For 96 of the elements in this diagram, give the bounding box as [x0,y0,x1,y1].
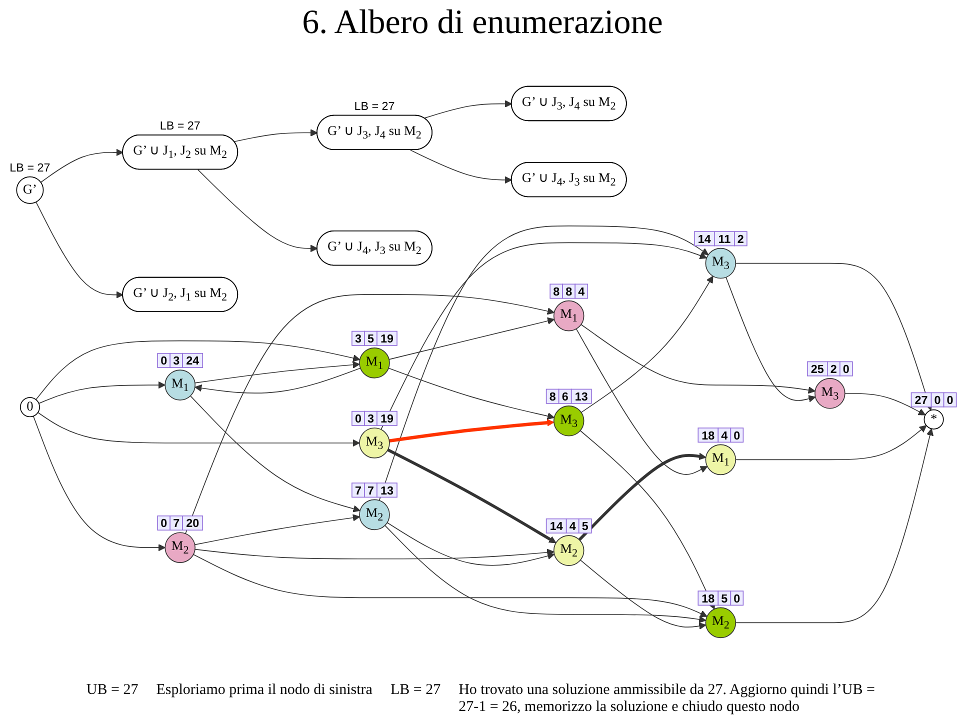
node-circle: M$_{1}$ [704,444,736,476]
node-circle: M$_{2}$ [704,607,736,638]
value-cell: 2 [734,231,747,246]
arrow [384,525,706,624]
node-circle: M$_{3}$ [552,406,584,436]
value-cell: 4 [574,284,588,299]
value-cell: 0 [730,590,744,606]
value-cell: 0 [930,392,944,408]
node-circle: M$_{1}$ [164,370,195,400]
arrow [380,242,706,430]
arrow [190,395,360,512]
node-circle: G’ [16,176,44,204]
value-cell: 19 [376,330,397,346]
arrow [233,129,318,142]
value-cell: 27 [910,392,932,408]
value-cell: 14 [693,231,714,246]
arrow [32,416,165,552]
node-circle: * [923,409,944,430]
arrow [194,548,554,560]
arrow [194,514,360,546]
arrow [194,368,360,394]
node-circle: M$_{1}$ [552,300,584,332]
value-cell: 20 [182,516,203,531]
value-cell: 7 [169,516,183,531]
bound-label: LB = 27 [354,100,394,113]
node-circle: 0 [19,397,40,418]
arrow [192,554,707,618]
arrow [386,448,556,544]
value-cell: 0 [156,516,170,531]
value-cell: 0 [351,410,364,426]
value-cell: 25 [806,361,828,376]
arrow [378,226,708,501]
value-cell: 4 [565,518,579,534]
arrow [725,276,816,402]
title: 6. Albero di enumerazione [302,4,663,42]
value-cell: 24 [182,352,203,368]
value-cell: 5 [364,330,377,346]
value-cell: 13 [376,482,397,498]
value-cell: 4 [717,428,731,443]
value-cell: 8 [562,284,576,299]
node-circle: M$_{2}$ [552,535,584,566]
arrow [579,430,714,610]
arrow [38,381,165,404]
arrow [388,317,554,360]
arrow [579,560,706,630]
value-cell: 18 [697,590,718,606]
arrow [734,425,926,460]
node-circle: M$_{3}$ [814,378,845,409]
arrow [580,276,713,413]
value-cell: 11 [714,231,734,246]
node-circle: M$_{2}$ [164,532,195,563]
value-cell: 8 [545,388,559,404]
value-cell: 3 [169,352,183,368]
node-circle: M$_{1}$ [358,348,390,378]
arrow [194,361,360,384]
note-text: Esploriamo prima il nodo di sinistra [156,682,372,699]
node-circle: M$_{2}$ [358,499,390,530]
bound-label: LB = 27 [159,119,200,132]
value-cell: 8 [549,284,563,299]
value-cell: 5 [717,590,731,606]
node-circle: M$_{3}$ [358,428,390,458]
value-cell: 0 [839,361,852,376]
arrow [580,324,815,394]
value-cell: 0 [942,392,956,408]
note-text: LB = 27 [390,682,441,699]
arrow [197,169,318,252]
arrow [388,419,554,443]
value-cell: 7 [364,482,377,498]
value-cell: 13 [570,388,592,404]
note-text: Ho trovato una soluzione ammissibile da 27. Aggiorno quindi l’UB = 27-1 = 26, memorizzo la soluzione e chiudo questo nodo [458,682,876,716]
node-circle: M$_{3}$ [704,248,736,279]
value-cell: 2 [826,361,840,376]
value-cell: 7 [351,482,364,498]
note-text: UB = 27 [86,682,138,699]
arrow [386,522,554,566]
arrow [409,150,512,184]
arrow [35,202,123,298]
value-cell: 0 [156,352,170,368]
arrow [575,328,708,475]
value-cell: 19 [376,410,397,426]
arrow [388,368,554,420]
arrow [844,392,926,416]
arrow [423,100,512,119]
arrow [184,294,554,534]
arrow [35,340,360,400]
bound-label: LB = 27 [9,161,50,174]
value-cell: 18 [697,428,718,443]
value-cell: 14 [545,518,566,534]
value-cell: 0 [730,428,744,443]
value-cell: 5 [578,518,592,534]
value-cell: 3 [351,330,364,346]
value-cell: 3 [364,410,377,426]
arrow [734,428,934,624]
arrow [37,412,360,447]
value-cell: 6 [558,388,572,404]
arrow [40,148,123,183]
